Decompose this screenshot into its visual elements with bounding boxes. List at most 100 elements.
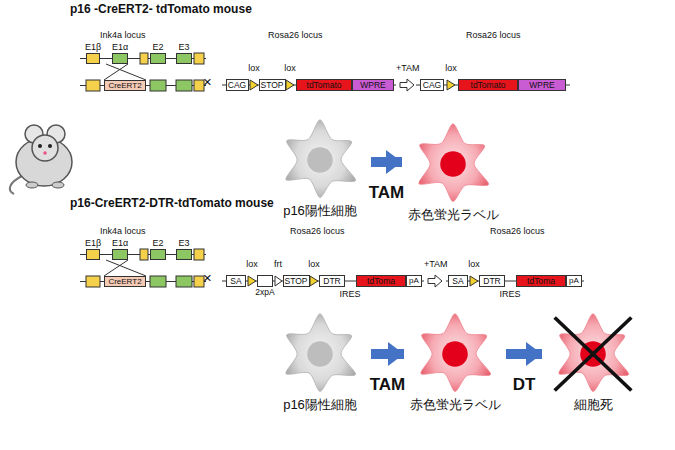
annotation-label: frt [274, 260, 282, 270]
gene-element-box: CAG [420, 79, 444, 91]
gene-element-box: DTR [479, 275, 505, 287]
figure-title: p16 -CreERT2- tdTomato mouse [70, 3, 252, 16]
annotation-label: lox [284, 64, 296, 74]
gene-element-box: tdToma [516, 275, 566, 287]
cross-symbol: × [203, 270, 212, 287]
annotation-label: Rosa26 locus [466, 31, 521, 41]
cell-caption: p16陽性細胞 [283, 204, 357, 217]
mouse-eye [48, 144, 52, 148]
frt-site [275, 276, 282, 286]
gene-label: 2xpA [255, 288, 274, 297]
mouse-nose [43, 151, 47, 155]
gene-label: STOP [261, 81, 284, 90]
rosa26-locus [222, 79, 570, 91]
cell-body [286, 314, 356, 392]
annotation-label: lox [308, 260, 320, 270]
cell-caption: 赤色蛍光ラベル [410, 398, 501, 411]
hollow-arrow [400, 79, 414, 91]
gene-label: CAG [228, 81, 246, 90]
gene-element-box: CreERT2 [104, 80, 146, 91]
annotation-label: +TAM [396, 64, 420, 74]
exon-box [150, 80, 166, 91]
gene-label: E1α [112, 43, 128, 52]
cell-outline [405, 122, 501, 206]
knock-in-line [104, 64, 128, 80]
cell-nucleus [440, 151, 466, 177]
annotation-label: lox [445, 64, 457, 74]
exon-box [150, 276, 166, 287]
gene-element-box: E1α [112, 53, 128, 64]
lox-site [250, 80, 258, 90]
gene-label: tdToma [527, 277, 555, 286]
mouse-foot [52, 182, 64, 188]
gene-element-box: STOP [283, 275, 310, 287]
exon-box [176, 276, 192, 287]
exon-box [140, 53, 148, 64]
gene-label: DTR [483, 277, 500, 286]
gene-element-box: WPRE [352, 79, 394, 91]
gene-label: pA [409, 277, 419, 285]
process-arrow [371, 157, 402, 167]
gene-element-box: E1β [86, 249, 100, 260]
cell-caption: 赤色蛍光ラベル [408, 208, 499, 221]
cell-nucleus [307, 147, 333, 173]
annotation-label: Ink4a locus [100, 227, 146, 237]
cell-body [421, 314, 491, 392]
exon-box [194, 53, 204, 64]
exon-box [194, 80, 204, 91]
gene-label: SA [452, 277, 463, 286]
gene-label: pA [569, 277, 579, 285]
gene-label: E1β [85, 239, 101, 248]
death-cross [555, 317, 632, 390]
cell-caption: 細胞死 [574, 398, 613, 411]
cell-outline [407, 312, 503, 396]
gene-element-box: E3 [176, 53, 192, 64]
knock-in-line [106, 260, 146, 276]
gene-element-box: pA [406, 275, 422, 287]
gene-label: E2 [152, 43, 163, 52]
gene-element-box: CAG [226, 79, 249, 91]
gene-element-box: pA [566, 275, 582, 287]
gene-label: WPRE [360, 81, 386, 90]
gene-element-box: SA [448, 275, 468, 287]
gene-label: tdToma [367, 277, 395, 286]
process-arrow [371, 349, 404, 359]
gene-element-box: E2 [150, 249, 166, 260]
mouse-figure [10, 125, 72, 194]
cell-shape: 赤色蛍光ラベル [405, 122, 501, 206]
gene-element-box: tdTomato [296, 79, 352, 91]
figure-title: p16-CreERT2-DTR-tdTomato mouse [70, 197, 274, 210]
treatment-label: TAM [369, 184, 405, 201]
exon-box [86, 276, 100, 287]
gene-element-box: DTR [319, 275, 345, 287]
cell-nucleus [307, 341, 333, 367]
gene-label: DTR [323, 277, 340, 286]
gene-element-box: E2 [150, 53, 166, 64]
gene-label: STOP [285, 277, 308, 286]
lox-site [447, 80, 455, 90]
mouse-head [32, 135, 58, 161]
cell-body [286, 120, 356, 198]
ink4a-locus [80, 53, 206, 91]
exon-box [176, 80, 192, 91]
gene-element-box: SA [226, 275, 246, 287]
gene-element-box: tdTomato [458, 79, 518, 91]
cell-outline [272, 312, 368, 396]
treatment-label: DT [513, 376, 536, 393]
treatment-label: TAM [370, 376, 406, 393]
gene-label: E1β [85, 43, 101, 52]
ink4a-locus [80, 249, 206, 287]
gene-label: CAG [423, 81, 441, 90]
gene-label: E1α [112, 239, 128, 248]
annotation-label: lox [246, 260, 258, 270]
gene-label: E3 [178, 43, 189, 52]
exon-box [140, 249, 148, 260]
lox-site [310, 276, 318, 286]
annotation-label: Ink4a locus [100, 31, 146, 41]
death-cross [555, 317, 632, 390]
cell-shape: 細胞死 [545, 312, 641, 396]
cell-nucleus [442, 341, 468, 367]
gene-label: tdTomato [471, 81, 506, 90]
